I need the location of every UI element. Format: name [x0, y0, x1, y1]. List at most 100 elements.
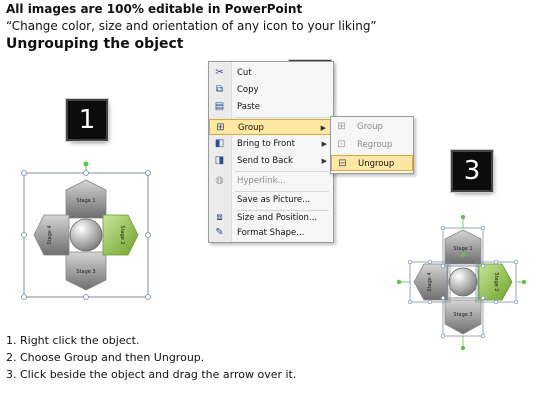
- stage-3-shape: [444, 299, 482, 335]
- menu-item-label: Hyperlink...: [237, 176, 286, 186]
- stage-1-shape: [444, 229, 482, 265]
- menu-item-size-and-position[interactable]: ⧈ Size and Position...: [209, 210, 333, 226]
- menu-item-label: Size and Position...: [237, 213, 318, 223]
- resize-handle[interactable]: [480, 225, 486, 231]
- send-to-back-icon: ◨: [214, 155, 225, 166]
- menu-item-label: Group: [357, 122, 383, 132]
- resize-handle[interactable]: [145, 232, 151, 238]
- resize-handle[interactable]: [480, 263, 486, 269]
- step-badge-1: 1: [68, 101, 106, 139]
- resize-handle[interactable]: [145, 170, 151, 176]
- resize-handle[interactable]: [83, 294, 89, 300]
- ungroup-icon: ⊟: [338, 158, 347, 169]
- regroup-icon: ⊡: [337, 139, 346, 150]
- menu-item-paste[interactable]: ▤ Paste: [209, 99, 333, 115]
- stage-3-shape: [65, 251, 107, 291]
- resize-handle[interactable]: [440, 263, 446, 269]
- resize-handle[interactable]: [493, 259, 499, 265]
- menu-item-bring-to-front[interactable]: ◧ Bring to Front ▶: [209, 136, 333, 152]
- resize-handle[interactable]: [21, 294, 27, 300]
- menu-item-format-shape[interactable]: ✎ Format Shape...: [209, 225, 333, 241]
- ungrouped-diagram[interactable]: Stage 1 Stage 2 Stage 3 Stage 4: [396, 214, 528, 352]
- resize-handle[interactable]: [407, 259, 413, 265]
- resize-handle[interactable]: [83, 170, 89, 176]
- menu-item-label: Copy: [237, 85, 259, 95]
- resize-handle[interactable]: [440, 295, 446, 301]
- group-submenu: ⊞ Group ⊡ Regroup ⊟ Ungroup: [330, 116, 414, 174]
- step-badge-3: 3: [453, 152, 491, 190]
- stage-label: Stage 3: [453, 312, 472, 318]
- group-icon: ⊞: [337, 121, 346, 132]
- rotate-handle[interactable]: [83, 161, 89, 167]
- stage-label: Stage 3: [76, 269, 95, 275]
- menu-item-label: Cut: [237, 68, 252, 78]
- resize-handle[interactable]: [427, 259, 433, 265]
- menu-divider: [235, 171, 329, 172]
- rotate-handle[interactable]: [460, 345, 466, 351]
- stage-2-shape: [102, 214, 139, 256]
- center-ball: [448, 267, 478, 297]
- resize-handle[interactable]: [145, 294, 151, 300]
- instruction-step: 1. Right click the object.: [6, 334, 140, 347]
- stage-label: Stage 1: [76, 198, 95, 204]
- menu-item-send-to-back[interactable]: ◨ Send to Back ▶: [209, 153, 333, 169]
- menu-divider: [235, 210, 329, 211]
- resize-handle[interactable]: [513, 299, 519, 305]
- menu-item-label: Format Shape...: [237, 228, 305, 238]
- submenu-arrow-icon: ▶: [320, 124, 326, 132]
- stage-label: Stage 2: [493, 272, 499, 291]
- resize-handle[interactable]: [427, 299, 433, 305]
- size-position-icon: ⧈: [216, 212, 223, 223]
- grouped-diagram[interactable]: Stage 1 Stage 2 Stage 3 Stage 4: [20, 160, 152, 300]
- resize-handle[interactable]: [480, 333, 486, 339]
- instruction-step: 2. Choose Group and then Ungroup.: [6, 351, 205, 364]
- hyperlink-icon: ◍: [215, 175, 224, 186]
- stage-1-shape: [65, 179, 107, 219]
- stage-4-shape: [413, 263, 449, 301]
- center-ball: [69, 218, 103, 252]
- submenu-arrow-icon: ▶: [321, 140, 327, 148]
- resize-handle[interactable]: [21, 232, 27, 238]
- menu-item-label: Save as Picture...: [237, 195, 311, 205]
- resize-handle[interactable]: [440, 225, 446, 231]
- stage-label: Stage 2: [119, 225, 125, 244]
- resize-handle[interactable]: [480, 295, 486, 301]
- group-icon: ⊞: [216, 122, 225, 133]
- resize-handle[interactable]: [493, 299, 499, 305]
- menu-divider: [235, 191, 329, 192]
- header-title: All images are 100% editable in PowerPoi…: [6, 2, 303, 16]
- menu-item-save-as-picture[interactable]: Save as Picture...: [209, 192, 333, 208]
- menu-divider: [235, 117, 329, 118]
- scissors-icon: ✂: [215, 67, 224, 78]
- submenu-item-group[interactable]: ⊞ Group: [331, 119, 413, 135]
- rotate-handle[interactable]: [461, 253, 465, 257]
- stage-label: Stage 4: [47, 225, 53, 244]
- resize-handle[interactable]: [513, 259, 519, 265]
- resize-handle[interactable]: [440, 333, 446, 339]
- stage-label: Stage 1: [453, 246, 472, 252]
- menu-item-group[interactable]: ⊞ Group ▶: [209, 119, 333, 135]
- stage-4-shape: [33, 214, 70, 256]
- menu-item-label: Ungroup: [358, 159, 395, 169]
- menu-item-cut[interactable]: ✂ Cut: [209, 65, 333, 81]
- context-menu: ✂ Cut ⧉ Copy ▤ Paste ⊞ Group ▶ ◧ Bring t…: [208, 61, 334, 243]
- menu-item-label: Paste: [237, 102, 260, 112]
- menu-item-hyperlink[interactable]: ◍ Hyperlink...: [209, 173, 333, 189]
- resize-handle[interactable]: [21, 170, 27, 176]
- submenu-item-regroup[interactable]: ⊡ Regroup: [331, 137, 413, 153]
- stage-2-shape: [477, 263, 513, 301]
- rotate-handle[interactable]: [396, 279, 402, 285]
- stage-label: Stage 4: [427, 272, 433, 291]
- bring-to-front-icon: ◧: [214, 138, 225, 149]
- format-shape-icon: ✎: [215, 227, 224, 238]
- rotate-handle[interactable]: [460, 214, 466, 220]
- menu-icon-strip: [209, 62, 232, 242]
- instructions-list: 1. Right click the object. 2. Choose Gro…: [6, 332, 296, 383]
- paste-icon: ▤: [214, 101, 225, 112]
- submenu-item-ungroup[interactable]: ⊟ Ungroup: [331, 155, 413, 171]
- resize-handle[interactable]: [407, 299, 413, 305]
- menu-item-copy[interactable]: ⧉ Copy: [209, 82, 333, 98]
- submenu-arrow-icon: ▶: [321, 157, 327, 165]
- menu-item-label: Group: [238, 123, 264, 133]
- rotate-handle[interactable]: [521, 279, 527, 285]
